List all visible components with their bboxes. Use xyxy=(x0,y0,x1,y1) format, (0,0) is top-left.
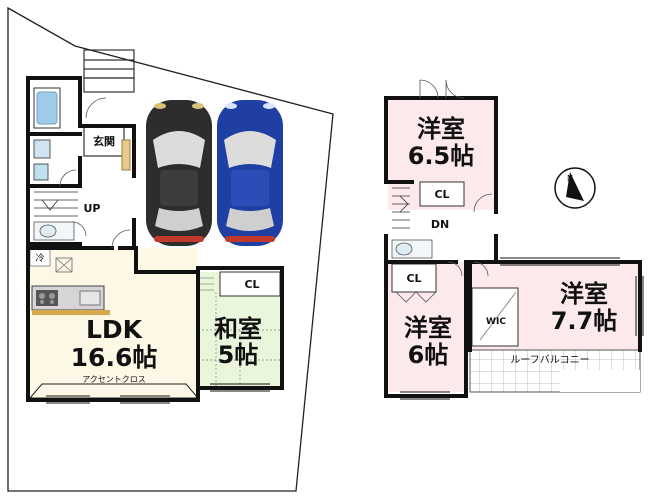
windows-2f xyxy=(400,257,644,400)
pantry xyxy=(55,257,73,273)
room-a-name: 洋室 xyxy=(417,115,465,143)
shoe-box xyxy=(121,139,131,171)
washitsu-closet xyxy=(219,271,281,297)
entry-steps xyxy=(83,49,135,93)
kitchen-edge xyxy=(32,310,110,315)
walls-1f xyxy=(26,76,284,402)
stairs-1f xyxy=(34,191,78,217)
wic-label: WIC xyxy=(486,317,506,327)
washer xyxy=(33,163,49,181)
closet-b xyxy=(391,263,437,293)
wic xyxy=(471,287,519,347)
ldk-name: LDK xyxy=(86,315,144,344)
closet-a-label: CL xyxy=(434,188,449,201)
first-floor: 玄関 UP 冷 CL ア xyxy=(26,49,284,404)
second-floor: ルーフバルコニー CL CL WIC DN 洋室 6.5帖 洋室 6帖 洋室 7… xyxy=(384,79,644,400)
closet-a xyxy=(419,181,465,207)
washitsu-name: 和室 xyxy=(214,315,262,343)
washbasin xyxy=(33,139,51,159)
washitsu-closet-label: CL xyxy=(244,278,259,291)
stairs-2f xyxy=(392,187,410,229)
genkan-label: 玄関 xyxy=(93,134,115,148)
walls-2f xyxy=(384,96,642,398)
windows-1f xyxy=(46,383,270,404)
doors-1f xyxy=(59,97,131,249)
fridge-label: 冷 xyxy=(35,252,44,264)
stairs-up-label: UP xyxy=(84,202,101,215)
compass-label: N xyxy=(567,174,573,183)
room-a-size: 6.5帖 xyxy=(408,142,475,170)
room-b-size: 6帖 xyxy=(408,341,449,369)
black-car xyxy=(146,100,212,246)
stairs-down-label: DN xyxy=(431,218,449,231)
closet-b-label: CL xyxy=(406,272,421,285)
room-b-name: 洋室 xyxy=(404,314,452,342)
balcony-label: ルーフバルコニー xyxy=(510,354,589,366)
north-compass-icon: N xyxy=(554,167,596,209)
room-c-size: 7.7帖 xyxy=(551,307,618,335)
accent-label: アクセントクロス xyxy=(82,375,146,384)
washitsu-size: 5帖 xyxy=(218,341,259,369)
ldk-size: 16.6帖 xyxy=(71,343,158,372)
doors-2f xyxy=(395,79,493,303)
lot-boundary xyxy=(7,6,334,492)
room-c-name: 洋室 xyxy=(560,280,608,308)
blue-car xyxy=(217,100,283,246)
